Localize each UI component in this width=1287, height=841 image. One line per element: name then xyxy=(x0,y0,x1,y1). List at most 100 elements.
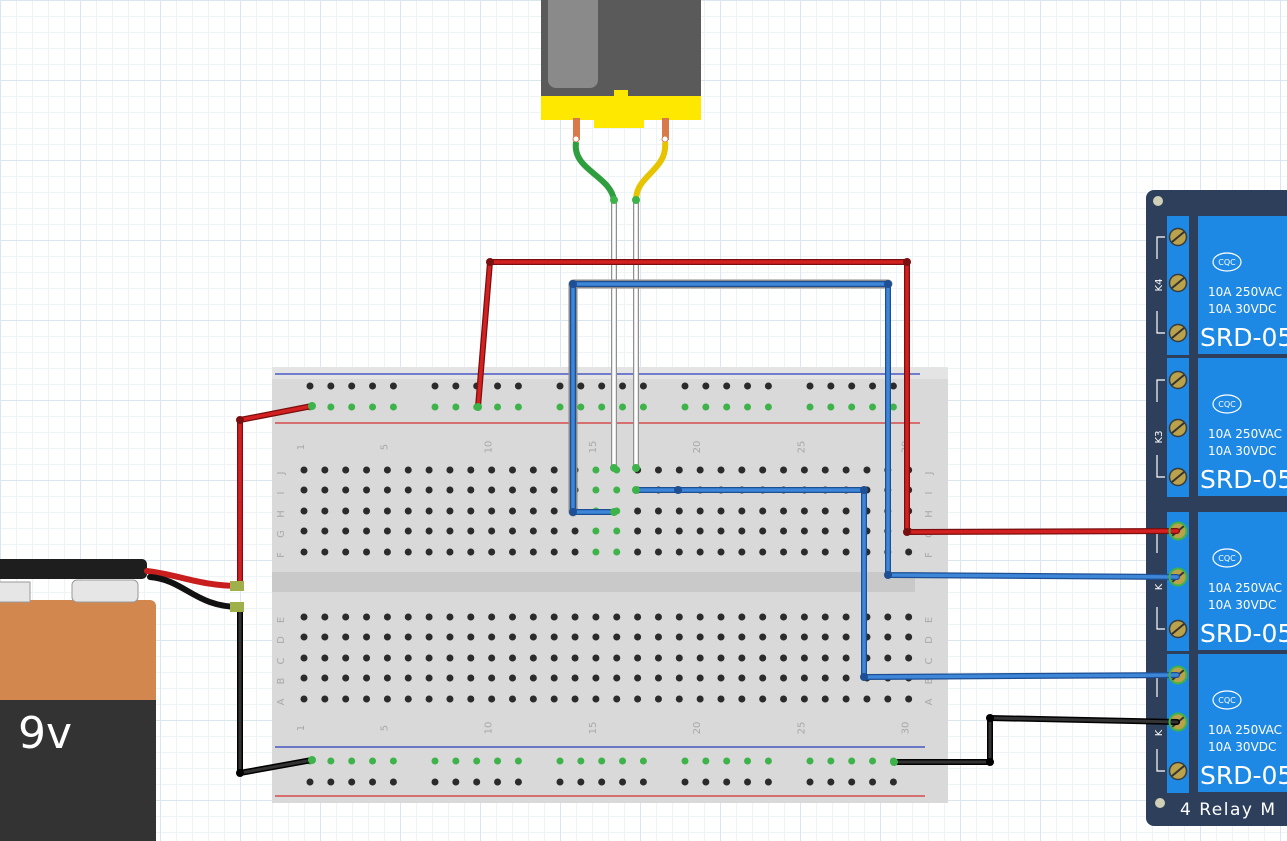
rail-hole xyxy=(514,757,522,765)
rail-hole xyxy=(681,778,689,786)
rail-hole xyxy=(514,778,522,786)
battery-label: 9v xyxy=(18,708,72,759)
battery-body xyxy=(0,700,156,841)
breadboard-hole xyxy=(550,486,558,494)
breadboard-center-channel xyxy=(272,572,915,592)
breadboard-hole xyxy=(529,527,537,535)
breadboard-hole xyxy=(446,466,454,474)
breadboard-hole xyxy=(717,527,725,535)
breadboard-hole xyxy=(634,633,642,641)
breadboard-hole xyxy=(342,613,350,621)
column-number: 10 xyxy=(484,722,495,735)
breadboard-hole xyxy=(488,507,496,515)
breadboard-hole xyxy=(509,695,516,703)
rail-hole xyxy=(577,382,585,390)
breadboard-hole xyxy=(342,486,350,494)
row-letter: D xyxy=(276,636,287,644)
rail-hole xyxy=(389,403,397,411)
rail-hole xyxy=(598,757,606,765)
rail-hole xyxy=(494,403,502,411)
rail-hole xyxy=(744,757,752,765)
breadboard-hole xyxy=(884,633,892,641)
breadboard-hole xyxy=(717,695,725,703)
breadboard-hole xyxy=(592,633,600,641)
wire-endpoint xyxy=(610,464,618,472)
rail-hole xyxy=(431,757,439,765)
relay-brand: CQC xyxy=(1218,554,1236,563)
rail-hole xyxy=(514,403,522,411)
breadboard-hole xyxy=(509,674,516,682)
breadboard-hole xyxy=(571,654,579,662)
breadboard-hole xyxy=(300,486,308,494)
rail-hole xyxy=(514,382,522,390)
relay-model: SRD-05V xyxy=(1200,761,1287,790)
breadboard-hole xyxy=(488,654,496,662)
breadboard-hole xyxy=(634,548,642,556)
breadboard-hole xyxy=(363,486,371,494)
wire-endpoint xyxy=(986,714,994,722)
breadboard-hole xyxy=(613,674,621,682)
rail-hole xyxy=(306,382,314,390)
breadboard-hole xyxy=(321,695,329,703)
breadboard-hole xyxy=(383,633,391,641)
dc-motor[interactable] xyxy=(541,0,701,201)
channel-label: K xyxy=(1154,583,1165,590)
breadboard-hole xyxy=(446,548,454,556)
rail-hole xyxy=(619,403,627,411)
wire-connection-ring xyxy=(1168,665,1188,685)
breadboard-hole xyxy=(759,527,767,535)
battery-lead-red xyxy=(144,568,243,589)
relay-rating-ac: 10A 250VAC xyxy=(1208,581,1282,595)
rail-hole xyxy=(848,403,856,411)
breadboard-hole xyxy=(800,466,808,474)
breadboard-hole xyxy=(425,486,433,494)
breadboard-hole xyxy=(342,466,350,474)
breadboard-hole xyxy=(571,527,579,535)
breadboard-hole xyxy=(571,674,579,682)
breadboard-hole xyxy=(467,466,475,474)
wire-endpoint xyxy=(236,416,244,424)
rail-hole xyxy=(702,757,710,765)
breadboard-hole xyxy=(696,654,704,662)
channel-label: K3 xyxy=(1154,431,1165,444)
breadboard-hole xyxy=(592,695,600,703)
rail-hole xyxy=(577,757,585,765)
wire-endpoint xyxy=(986,758,994,766)
breadboard-hole xyxy=(446,486,454,494)
breadboard-hole xyxy=(363,674,371,682)
rail-hole xyxy=(723,757,731,765)
relay-rating-dc: 10A 30VDC xyxy=(1208,740,1276,754)
relay-model: SRD-05V xyxy=(1200,465,1287,494)
breadboard-hole xyxy=(800,527,808,535)
rail-hole xyxy=(348,382,356,390)
breadboard-hole xyxy=(738,695,746,703)
breadboard-hole xyxy=(383,466,391,474)
breadboard-hole xyxy=(863,695,871,703)
breadboard-hole xyxy=(300,527,308,535)
motor-highlight xyxy=(548,0,598,88)
breadboard-hole xyxy=(654,527,662,535)
breadboard-hole xyxy=(592,613,600,621)
breadboard-hole xyxy=(321,613,329,621)
motor-lead-yellow xyxy=(633,141,669,201)
battery-9v[interactable]: 9v xyxy=(0,559,156,841)
breadboard-hole xyxy=(321,486,329,494)
breadboard-hole xyxy=(905,613,913,621)
rail-hole xyxy=(806,757,814,765)
breadboard-hole xyxy=(717,613,725,621)
breadboard-hole xyxy=(529,633,537,641)
breadboard-hole xyxy=(905,695,913,703)
breadboard-hole xyxy=(529,613,537,621)
breadboard-hole xyxy=(654,674,662,682)
breadboard-hole xyxy=(738,507,746,515)
breadboard-hole xyxy=(363,466,371,474)
wire-endpoint xyxy=(884,280,892,288)
relay-brand: CQC xyxy=(1218,400,1236,409)
breadboard-hole xyxy=(467,654,475,662)
breadboard-hole xyxy=(300,674,308,682)
rail-hole xyxy=(744,403,752,411)
breadboard-hole xyxy=(550,507,558,515)
breadboard-hole xyxy=(488,548,496,556)
